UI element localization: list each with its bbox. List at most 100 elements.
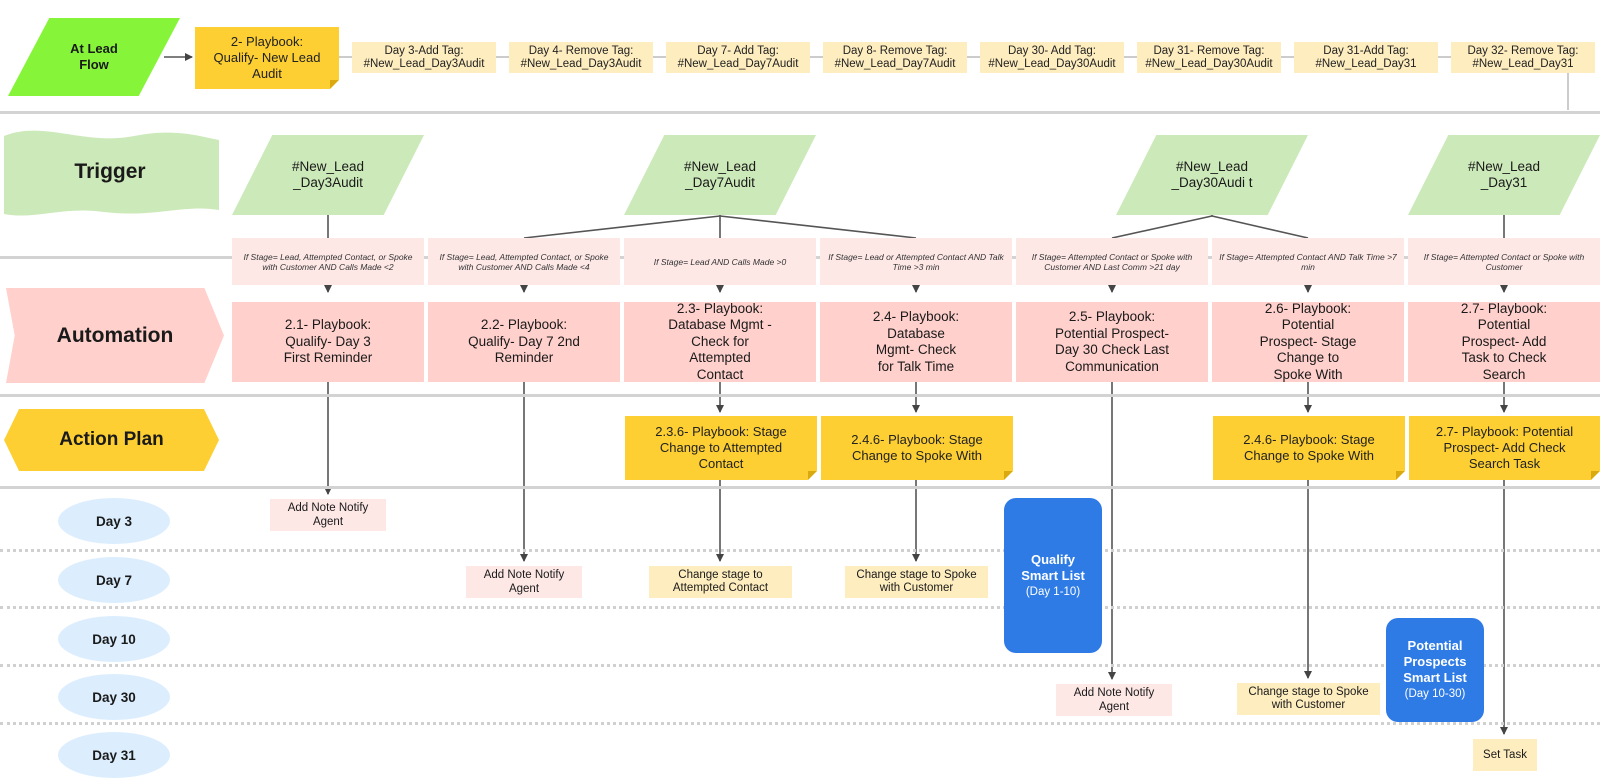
day-pill: Day 31 xyxy=(58,732,170,778)
trigger-lane-flag xyxy=(4,130,219,216)
day-label: Day 30 xyxy=(92,689,136,705)
tag-node: Day 30- Add Tag: #New_Lead_Day30Audit xyxy=(980,42,1124,73)
condition-node: If Stage= Lead AND Calls Made >0 xyxy=(624,238,816,285)
automation-node: 2.5- Playbook: Potential Prospect- Day 3… xyxy=(1016,302,1208,382)
tag-node: Day 7- Add Tag: #New_Lead_Day7Audit xyxy=(666,42,810,73)
day-pill: Day 30 xyxy=(58,674,170,720)
tag-label: Day 7- Add Tag: #New_Lead_Day7Audit xyxy=(677,44,799,70)
tag-node: Day 8- Remove Tag: #New_Lead_Day7Audit xyxy=(823,42,967,73)
day-divider xyxy=(0,606,1600,609)
outcome-note: Add Note Notify Agent xyxy=(270,499,386,531)
tag-node: Day 31-Add Tag: #New_Lead_Day31 xyxy=(1294,42,1438,73)
condition-label: If Stage= Lead or Attempted Contact AND … xyxy=(828,251,1004,272)
outcome-note: Add Note Notify Agent xyxy=(1056,684,1172,716)
condition-node: If Stage= Attempted Contact AND Talk Tim… xyxy=(1212,238,1404,285)
smart-list-title: Potential Prospects Smart List xyxy=(1403,638,1467,685)
automation-lane-label: Automation xyxy=(6,288,224,383)
tag-node: Day 3-Add Tag: #New_Lead_Day3Audit xyxy=(352,42,496,73)
condition-label: If Stage= Attempted Contact or Spoke wit… xyxy=(1031,251,1193,272)
tag-node: Day 31- Remove Tag: #New_Lead_Day30Audit xyxy=(1137,42,1281,73)
trigger-label: #New_Lead _Day31 xyxy=(1467,159,1541,190)
action-plan-label: 2.7- Playbook: Potential Prospect- Add C… xyxy=(1435,424,1574,471)
automation-lane-text: Automation xyxy=(56,323,174,347)
day-divider xyxy=(0,722,1600,725)
outcome-label: Add Note Notify Agent xyxy=(1073,687,1155,713)
smart-list-range: (Day 1-10) xyxy=(1025,585,1081,598)
lane-divider xyxy=(0,111,1600,114)
action-plan-label: 2.4.6- Playbook: Stage Change to Spoke W… xyxy=(851,432,983,463)
smart-list-potential-prospects: Potential Prospects Smart List (Day 10-3… xyxy=(1386,618,1484,722)
automation-label: 2.6- Playbook: Potential Prospect- Stage… xyxy=(1259,300,1357,382)
automation-node: 2.3- Playbook: Database Mgmt - Check for… xyxy=(624,300,816,382)
condition-node: If Stage= Attempted Contact or Spoke wit… xyxy=(1408,238,1600,285)
tag-label: Day 31- Remove Tag: #New_Lead_Day30Audit xyxy=(1145,44,1273,70)
outcome-note: Add Note Notify Agent xyxy=(466,566,582,598)
automation-node: 2.2- Playbook: Qualify- Day 7 2nd Remind… xyxy=(428,302,620,382)
day-label: Day 31 xyxy=(92,747,136,763)
automation-node: 2.4- Playbook: Database Mgmt- Check for … xyxy=(820,302,1012,382)
action-plan-node: 2.4.6- Playbook: Stage Change to Spoke W… xyxy=(821,416,1013,480)
playbook-main-label: 2- Playbook: Qualify- New Lead Audit xyxy=(213,34,321,81)
condition-label: If Stage= Lead AND Calls Made >0 xyxy=(653,256,787,267)
outcome-note: Change stage to Spoke with Customer xyxy=(1237,683,1380,715)
outcome-label: Change stage to Attempted Contact xyxy=(672,569,769,594)
day-pill: Day 3 xyxy=(58,498,170,544)
tag-label: Day 32- Remove Tag: #New_Lead_Day31 xyxy=(1467,44,1579,70)
tag-node: Day 4- Remove Tag: #New_Lead_Day3Audit xyxy=(509,42,653,73)
condition-label: If Stage= Attempted Contact AND Talk Tim… xyxy=(1219,251,1397,272)
tag-label: Day 31-Add Tag: #New_Lead_Day31 xyxy=(1315,44,1417,70)
tag-label: Day 4- Remove Tag: #New_Lead_Day3Audit xyxy=(520,44,642,70)
day-pill: Day 10 xyxy=(58,616,170,662)
trigger-lane-label: Trigger xyxy=(74,160,146,183)
condition-label: If Stage= Lead, Attempted Contact, or Sp… xyxy=(243,251,413,272)
smart-list-range: (Day 10-30) xyxy=(1404,688,1466,700)
automation-node: 2.7- Playbook: Potential Prospect- Add T… xyxy=(1408,300,1600,382)
day-divider xyxy=(0,664,1600,667)
action-plan-lane-label: Action Plan xyxy=(4,409,219,471)
outcome-note: Set Task xyxy=(1473,739,1537,771)
outcome-label: Add Note Notify Agent xyxy=(287,502,369,528)
condition-node: If Stage= Lead, Attempted Contact, or Sp… xyxy=(428,238,620,285)
trigger-label: #New_Lead _Day7Audit xyxy=(683,159,757,190)
outcome-note: Change stage to Attempted Contact xyxy=(649,566,792,598)
automation-label: 2.7- Playbook: Potential Prospect- Add T… xyxy=(1460,300,1548,382)
action-plan-label: 2.4.6- Playbook: Stage Change to Spoke W… xyxy=(1243,432,1375,463)
action-plan-node: 2.7- Playbook: Potential Prospect- Add C… xyxy=(1409,416,1600,480)
start-label: At Lead Flow xyxy=(70,41,118,72)
condition-node: If Stage= Lead or Attempted Contact AND … xyxy=(820,238,1012,285)
tag-label: Day 8- Remove Tag: #New_Lead_Day7Audit xyxy=(834,44,956,70)
automation-label: 2.4- Playbook: Database Mgmt- Check for … xyxy=(872,309,960,374)
automation-node: 2.1- Playbook: Qualify- Day 3 First Remi… xyxy=(232,302,424,382)
outcome-note: Change stage to Spoke with Customer xyxy=(845,566,988,598)
outcome-label: Change stage to Spoke with Customer xyxy=(1248,686,1369,711)
automation-label: 2.1- Playbook: Qualify- Day 3 First Remi… xyxy=(283,317,373,366)
day-label: Day 3 xyxy=(95,513,133,529)
day-divider xyxy=(0,549,1600,552)
outcome-label: Change stage to Spoke with Customer xyxy=(856,569,977,594)
day-label: Day 7 xyxy=(95,572,133,588)
tag-label: Day 30- Add Tag: #New_Lead_Day30Audit xyxy=(988,44,1116,70)
day-pill: Day 7 xyxy=(58,557,170,603)
smart-list-qualify: Qualify Smart List (Day 1-10) xyxy=(1004,498,1102,653)
action-plan-label: 2.3.6- Playbook: Stage Change to Attempt… xyxy=(655,424,787,471)
tag-node: Day 32- Remove Tag: #New_Lead_Day31 xyxy=(1451,42,1595,73)
trigger-label: #New_Lead _Day3Audit xyxy=(291,159,365,190)
lane-divider xyxy=(0,486,1600,489)
automation-label: 2.3- Playbook: Database Mgmt - Check for… xyxy=(668,300,772,382)
playbook-main-node: 2- Playbook: Qualify- New Lead Audit xyxy=(195,27,339,89)
condition-label: If Stage= Lead, Attempted Contact, or Sp… xyxy=(439,251,609,272)
condition-node: If Stage= Lead, Attempted Contact, or Sp… xyxy=(232,238,424,285)
automation-node: 2.6- Playbook: Potential Prospect- Stage… xyxy=(1212,300,1404,382)
action-plan-lane-text: Action Plan xyxy=(59,429,164,450)
condition-label: If Stage= Attempted Contact or Spoke wit… xyxy=(1423,251,1585,272)
lane-divider xyxy=(0,394,1600,397)
outcome-label: Set Task xyxy=(1483,748,1527,761)
smart-list-title: Qualify Smart List xyxy=(1021,551,1085,583)
condition-node: If Stage= Attempted Contact or Spoke wit… xyxy=(1016,238,1208,285)
automation-label: 2.5- Playbook: Potential Prospect- Day 3… xyxy=(1054,309,1170,374)
trigger-label: #New_Lead _Day30Audi t xyxy=(1171,159,1253,190)
day-label: Day 10 xyxy=(92,631,136,647)
tag-label: Day 3-Add Tag: #New_Lead_Day3Audit xyxy=(363,44,485,70)
automation-label: 2.2- Playbook: Qualify- Day 7 2nd Remind… xyxy=(468,317,580,366)
outcome-label: Add Note Notify Agent xyxy=(483,569,565,595)
